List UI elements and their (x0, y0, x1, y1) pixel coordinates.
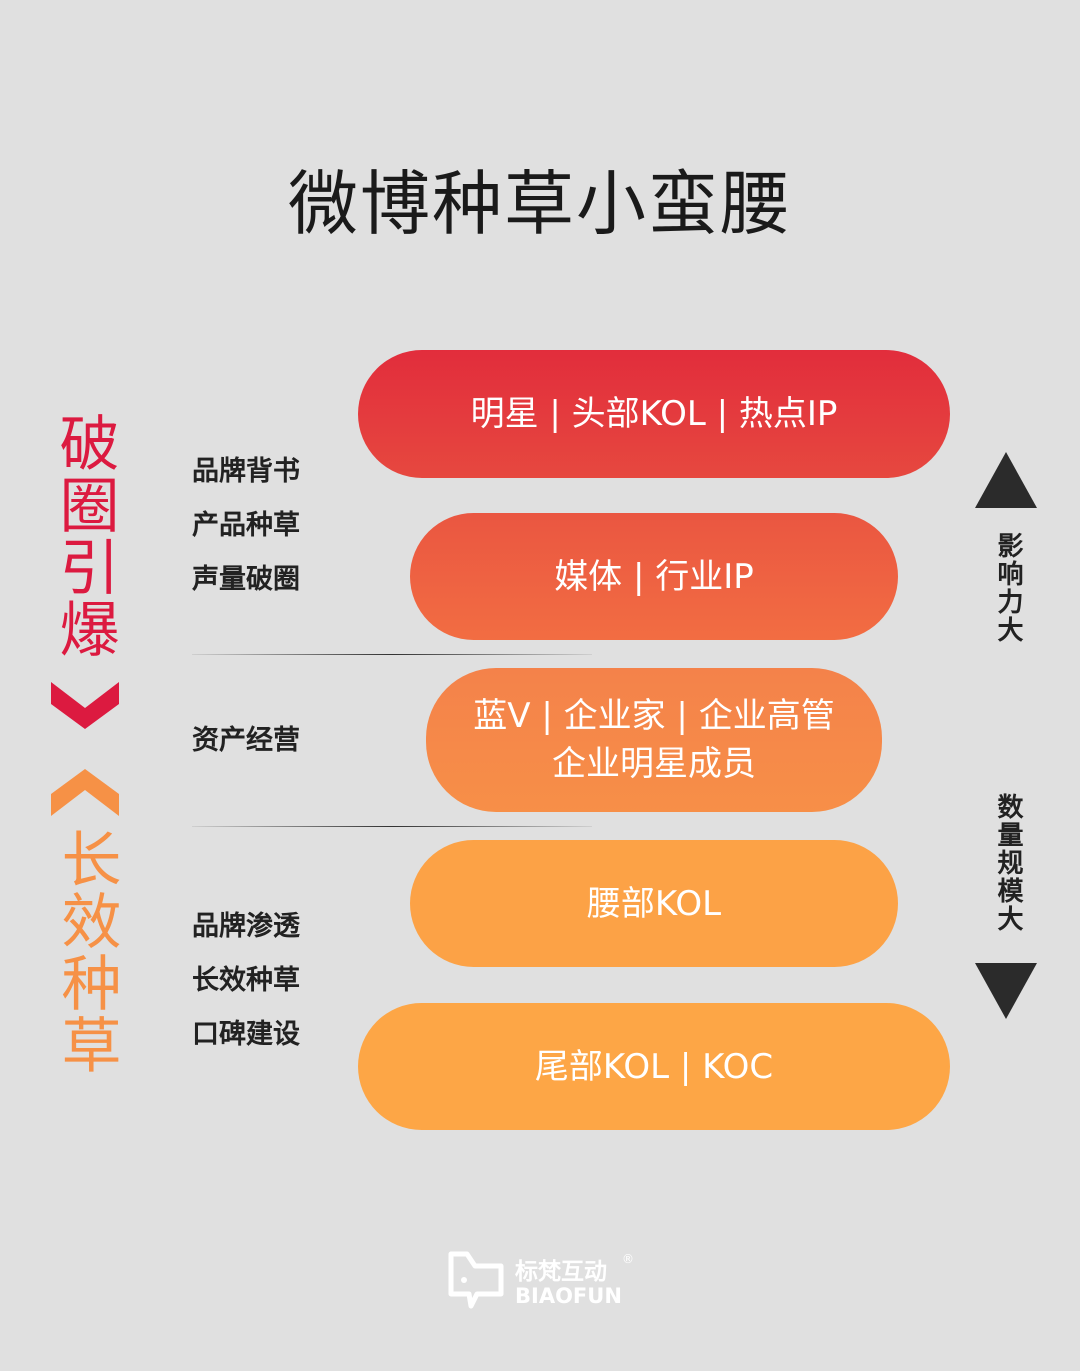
right-label-quantity: 数量规模大 (993, 793, 1023, 933)
logo-cn: 标梵互动 (515, 1259, 607, 1285)
group-label: 资产经营 (192, 725, 300, 756)
group-label: 声量破圈 (192, 564, 300, 595)
tier-enterprise: 蓝V | 企业家 | 企业高管企业明星成员 (426, 668, 882, 812)
divider (192, 826, 592, 827)
tier-media: 媒体 | 行业IP (410, 513, 898, 640)
tier-text: 明星 | 头部KOL | 热点IP (470, 394, 838, 434)
logo-mark-icon (448, 1251, 504, 1309)
group-labels-middle: 资产经营 (192, 714, 300, 768)
group-labels-bottom: 品牌渗透 长效种草 口碑建设 (192, 900, 300, 1062)
divider (192, 654, 592, 655)
tier-tail-kol: 尾部KOL | KOC (358, 1003, 950, 1130)
logo-en: BIAOFUN (515, 1284, 622, 1308)
arrow-down-icon (975, 963, 1037, 1019)
chevron-down-icon (51, 682, 119, 729)
group-label: 长效种草 (192, 965, 300, 996)
logo: 标梵互动 ® BIAOFUN (447, 1250, 647, 1310)
tier-text: 腰部KOL (586, 883, 722, 924)
left-label-breakout: 破圈引爆 (49, 412, 119, 660)
logo-registered: ® (622, 1252, 634, 1266)
tier-text: 尾部KOL | KOC (534, 1046, 774, 1087)
chevron-up-icon (51, 769, 119, 816)
page-title: 微博种草小蛮腰 (288, 163, 792, 245)
tier-mid-kol: 腰部KOL (410, 840, 898, 967)
tier-celebrity: 明星 | 头部KOL | 热点IP (358, 350, 950, 478)
group-label: 产品种草 (192, 510, 300, 541)
group-label: 口碑建设 (192, 1019, 300, 1050)
tier-text: 企业明星成员 (552, 744, 756, 784)
tier-text: 蓝V | 企业家 | 企业高管 (473, 696, 835, 736)
tier-text: 媒体 | 行业IP (554, 556, 754, 597)
left-label-longterm: 长效种草 (51, 828, 121, 1076)
group-label: 品牌渗透 (192, 911, 300, 942)
arrow-up-icon (975, 452, 1037, 508)
group-label: 品牌背书 (192, 456, 300, 487)
group-labels-top: 品牌背书 产品种草 声量破圈 (192, 445, 300, 607)
right-label-influence: 影响力大 (993, 532, 1023, 644)
